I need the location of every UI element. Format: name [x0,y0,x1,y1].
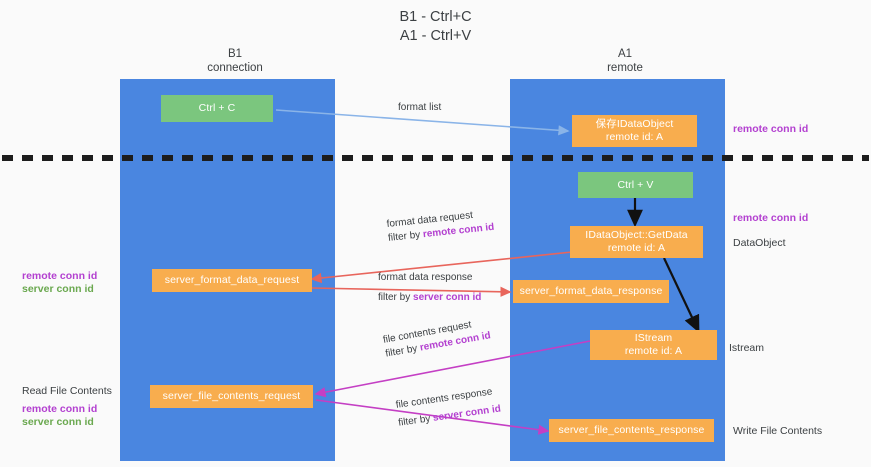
column-header-a1: A1 remote [510,48,740,75]
edge-label-format-data-response: format data response filter by server co… [378,271,481,305]
node-ctrl-c[interactable]: Ctrl + C [161,95,273,122]
node-server-file-contents-request[interactable]: server_file_contents_request [150,385,313,408]
arrow-format-data-response [311,286,512,297]
node-getdata-line2: remote id: A [607,242,666,254]
arrow-format-data-request [310,251,573,284]
column-header-b1-name: B1 [227,48,243,60]
node-server-format-data-request-label: server_format_data_request [164,274,300,286]
node-server-format-data-response[interactable]: server_format_data_response [513,280,669,303]
filter-prefix-4: filter by [397,412,434,429]
title-line-1: B1 - Ctrl+C [399,9,472,25]
node-save-idataobject[interactable]: 保存IDataObject remote id: A [572,115,697,147]
title-line-2: A1 - Ctrl+V [399,28,472,44]
node-save-idataobject-line2: remote id: A [605,131,664,143]
column-header-b1: B1 connection [120,48,350,75]
filter-key-2: server conn id [413,292,482,303]
node-server-file-contents-response[interactable]: server_file_contents_response [549,419,714,442]
node-istream-line1: IStream [634,332,673,344]
annotation-left-remote-conn-id-mid: remote conn id [22,270,98,282]
node-ctrl-v[interactable]: Ctrl + V [578,172,693,198]
arrow-file-contents-response [315,399,550,435]
diagram-title: B1 - Ctrl+C A1 - Ctrl+V [0,8,871,46]
annotation-left-server-conn-id-bottom: server conn id [22,416,94,428]
annotation-right-istream: Istream [729,342,765,354]
filter-prefix-2: filter by [378,292,414,303]
annotation-right-write-file-contents: Write File Contents [733,425,823,437]
annotation-left-remote-conn-id-bottom: remote conn id [22,403,98,415]
edge-label-format-list: format list [398,102,442,113]
arrow-file-contents-request [314,340,591,398]
node-istream[interactable]: IStream remote id: A [590,330,717,360]
annotation-left-read-file-contents: Read File Contents [22,385,112,397]
annotation-right-remote-conn-id-top: remote conn id [733,123,809,135]
column-header-a1-role: remote [607,61,643,74]
annotation-right-remote-conn-id-mid: remote conn id [733,212,809,224]
column-header-b1-role: connection [207,61,263,74]
node-idataobject-getdata[interactable]: IDataObject::GetData remote id: A [570,226,703,258]
node-getdata-line1: IDataObject::GetData [585,229,688,241]
filter-prefix-1: filter by [387,229,424,244]
node-server-format-data-response-label: server_format_data_response [519,285,663,297]
arrow-getdata-to-istream [663,257,700,333]
node-ctrl-v-label: Ctrl + V [617,178,654,191]
node-istream-line2: remote id: A [624,345,683,357]
column-header-a1-name: A1 [617,48,633,60]
node-server-file-contents-request-label: server_file_contents_request [162,390,301,402]
node-save-idataobject-line1: 保存IDataObject [595,118,674,130]
node-ctrl-c-label: Ctrl + C [198,102,236,114]
annotation-right-dataobject: DataObject [733,237,786,249]
node-server-format-data-request[interactable]: server_format_data_request [152,269,312,292]
node-server-file-contents-response-label: server_file_contents_response [558,424,705,436]
edge-label-format-data-response-filter: filter by server conn id [378,291,481,305]
arrow-format-list [275,109,570,136]
annotation-left-server-conn-id-mid: server conn id [22,283,94,295]
edge-label-format-data-response-main: format data response [378,272,473,283]
